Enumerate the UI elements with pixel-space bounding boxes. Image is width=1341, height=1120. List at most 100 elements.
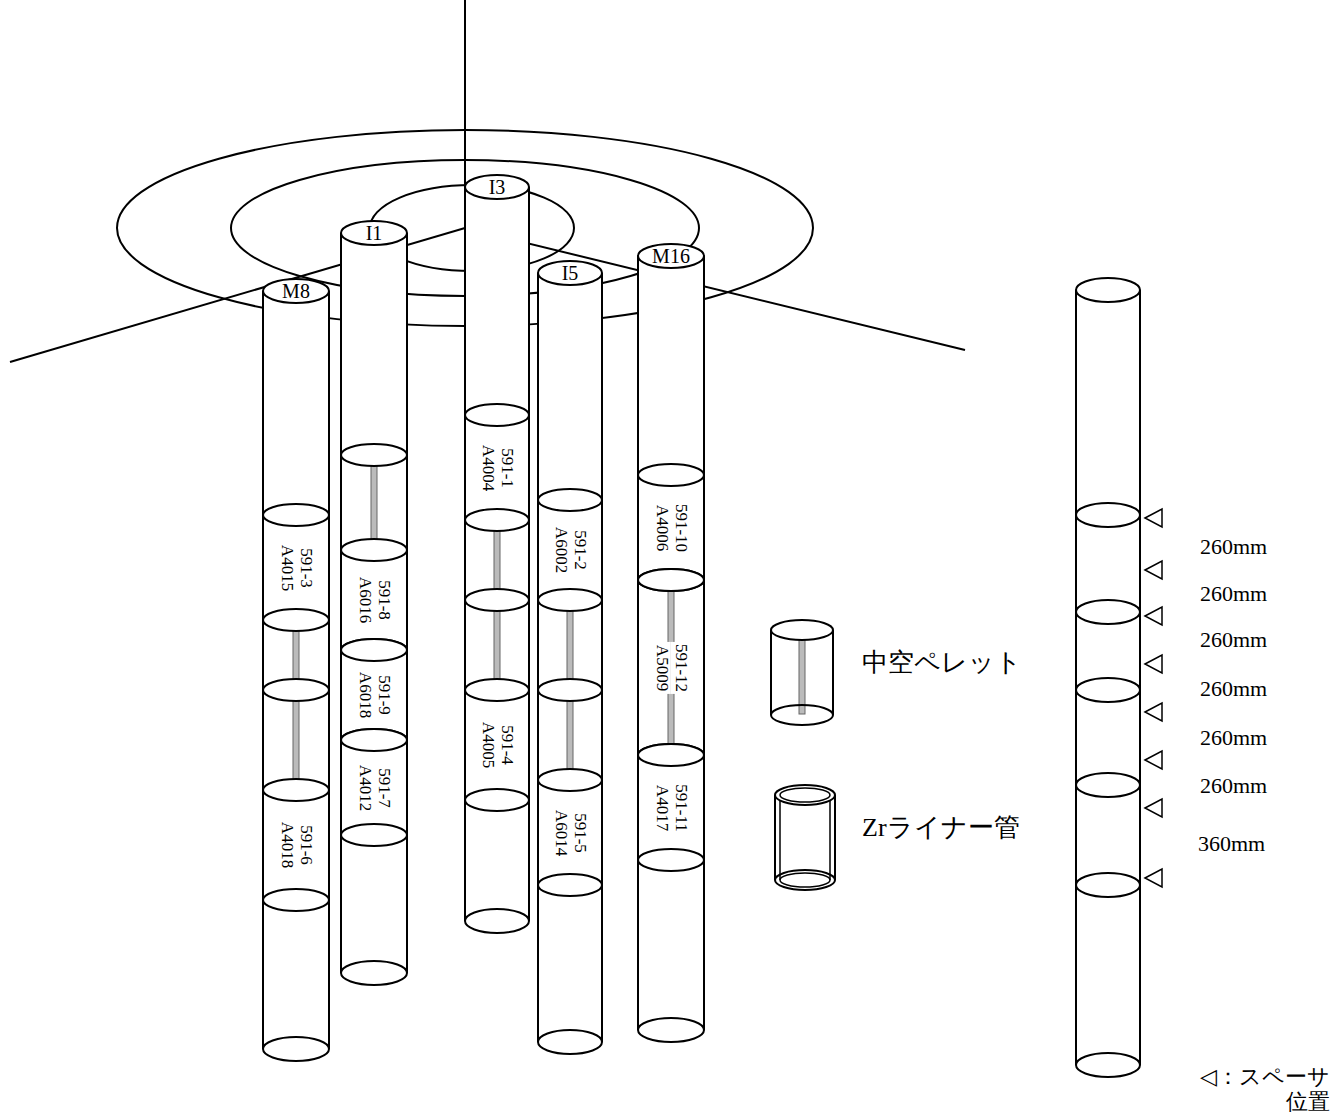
rod-outline [638, 755, 704, 860]
rod-outline [340, 233, 342, 973]
sample-number: 591-2 [570, 525, 589, 575]
fuel-rod: I1591-8A6016591-9A6018591-7A4012 [340, 220, 408, 986]
rod-outline [537, 273, 539, 1042]
spacer-markers [1145, 509, 1162, 887]
rod-outline [263, 779, 329, 801]
sample-id: A6016 [355, 575, 374, 625]
dimension-label: 360mm [1198, 831, 1265, 856]
sample-number: 591-1 [497, 442, 516, 492]
sample-id: A4018 [277, 820, 296, 870]
rod-outline [637, 475, 639, 580]
rod-outline [340, 740, 342, 835]
sample-number: 591-10 [671, 501, 690, 553]
hollow-core [293, 620, 299, 790]
sample-number: 591-11 [671, 782, 690, 834]
sample-id: A4004 [478, 442, 497, 492]
sample-id: A4015 [277, 542, 296, 592]
rod-outline [537, 780, 539, 885]
rod-outline [703, 256, 705, 1030]
rod-outline [406, 550, 408, 650]
sample-number: 591-9 [374, 670, 393, 720]
rod-outline [263, 504, 329, 526]
rod-outline [465, 789, 529, 811]
rod-outline [341, 824, 407, 846]
rod-outline [341, 233, 407, 973]
rod-position-label: I1 [340, 221, 408, 245]
rod-outline [263, 515, 329, 620]
rod-outline [262, 790, 264, 900]
rod-position-label: M8 [262, 279, 330, 303]
sample-segment: 591-5A6014 [537, 769, 603, 896]
rod-outline [638, 475, 704, 580]
rod-outline [406, 650, 408, 740]
sample-number: 591-4 [497, 720, 516, 770]
rod-outline [341, 444, 407, 466]
rod-outline [263, 889, 329, 911]
rod-outline [465, 509, 529, 531]
sample-id: A4017 [652, 782, 671, 834]
rod-outline [703, 580, 705, 755]
sample-number: 591-3 [296, 542, 315, 592]
rod-outline [538, 679, 602, 701]
sample-id: A5009 [652, 641, 671, 693]
rod-outline [638, 244, 704, 268]
rod-outline [464, 187, 466, 921]
rod-outline [601, 273, 603, 1042]
rod-outline [263, 291, 329, 1049]
rod-position-label: I3 [464, 175, 530, 199]
rod-position-label: M16 [637, 244, 705, 268]
rod-outline [263, 279, 329, 303]
rod-outline [638, 849, 704, 871]
rod-outline [538, 769, 602, 791]
rod-outline [341, 221, 407, 245]
zr-liner-icon [775, 785, 835, 890]
rod-outline [538, 489, 602, 511]
rod-outline [341, 639, 407, 661]
sample-id: A6014 [551, 807, 570, 857]
rod-outline [538, 780, 602, 885]
rod-outline [465, 404, 529, 426]
rod-outline [538, 500, 602, 600]
rod-outline [341, 729, 407, 751]
rod-outline [637, 580, 639, 755]
sample-number: 591-5 [570, 807, 589, 857]
rod-outline [341, 539, 407, 561]
rod-outline [638, 744, 704, 766]
rod-outline [538, 589, 602, 611]
spacer-note: ◁：スペーサ 位置 [1180, 1064, 1330, 1115]
rod-outline [263, 790, 329, 900]
dimension-label: 260mm [1200, 725, 1267, 750]
dimension-label: 260mm [1200, 534, 1267, 559]
rod-outline [406, 233, 408, 973]
sample-id: A4006 [652, 501, 671, 553]
rod-outline [341, 639, 407, 661]
rod-outline [263, 1037, 329, 1061]
rod-outline [601, 500, 603, 600]
rod-outline [538, 1030, 602, 1054]
hollow-pellet-icon [771, 620, 833, 725]
rod-outline [538, 273, 602, 1042]
dimension-label: 260mm [1200, 627, 1267, 652]
dimension-label: 260mm [1200, 676, 1267, 701]
rod-outline [263, 609, 329, 631]
rod-outline [528, 690, 530, 800]
rod-outline [703, 475, 705, 580]
rod-outline [465, 909, 529, 933]
sample-label-group: 591-5A6014 [551, 807, 588, 857]
fuel-rod: M8 591-3A4015 591-6A4018 [262, 278, 330, 1062]
sample-label-group: 591-9A6018 [355, 670, 392, 720]
rod-outline [340, 550, 342, 650]
sample-segment: 591-12A5009 [637, 569, 705, 766]
legend-text: 中空ペレット [862, 645, 1022, 680]
rod-outline [638, 569, 704, 591]
rod-outline [465, 679, 529, 701]
sample-segment: 591-6A4018 [262, 779, 330, 911]
sample-label-group: 591-3A4015 [277, 542, 314, 592]
rod-shape [262, 278, 330, 1062]
reference-rod [1076, 278, 1140, 1077]
sample-segment: 591-1A4004 [464, 404, 530, 531]
rod-outline [328, 291, 330, 1049]
rod-outline [538, 874, 602, 896]
sample-id: A4005 [478, 720, 497, 770]
sample-number: 591-8 [374, 575, 393, 625]
